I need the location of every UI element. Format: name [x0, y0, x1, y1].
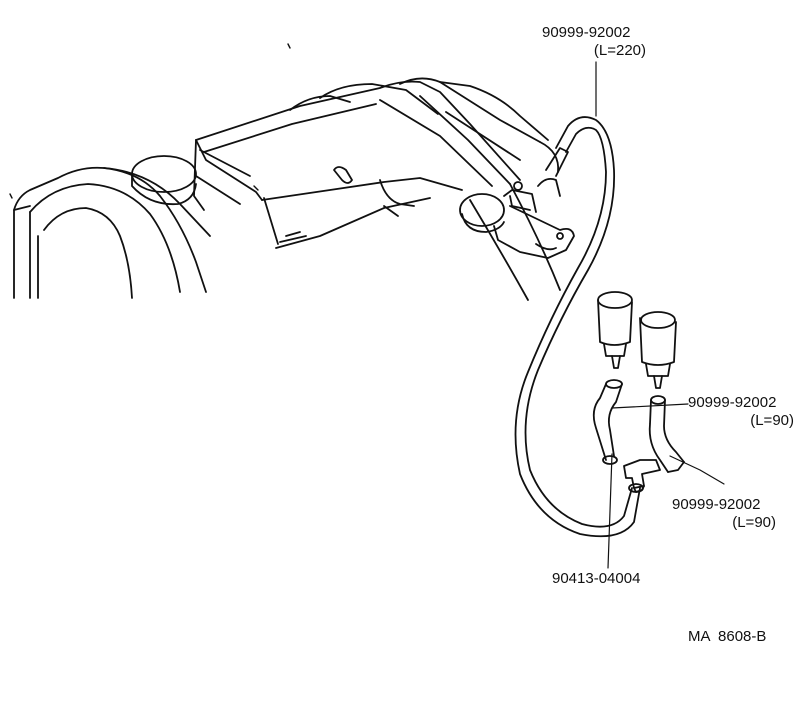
print-specks: [9, 43, 291, 199]
hose-tee-lower: [628, 483, 644, 493]
hose-top-part-label: 90999-92002: [542, 24, 631, 41]
tee-part-label: 90413-04004: [552, 570, 641, 587]
hose-long: [514, 116, 641, 538]
intake-manifold: [193, 77, 561, 301]
hose-mid-length-label: (L=90): [750, 412, 794, 429]
vsv-right: [639, 311, 677, 389]
throttle-body: [459, 181, 575, 259]
vacuum-port: [537, 147, 569, 197]
leader-lines: [595, 61, 725, 569]
hose-top-length-label: (L=220): [593, 42, 646, 59]
hose-low-part-label: 90999-92002: [672, 496, 761, 513]
hose-low-length-label: (L=90): [732, 514, 776, 531]
engine-block: [13, 166, 211, 299]
vsv-left: [597, 291, 633, 369]
hose-mid-part-label: 90999-92002: [688, 394, 777, 411]
filler-cap: [131, 155, 197, 206]
drawing-code-label: MA 8608-B: [688, 628, 767, 645]
hose-short-upper: [592, 379, 623, 465]
hose-short-lower: [648, 395, 685, 473]
